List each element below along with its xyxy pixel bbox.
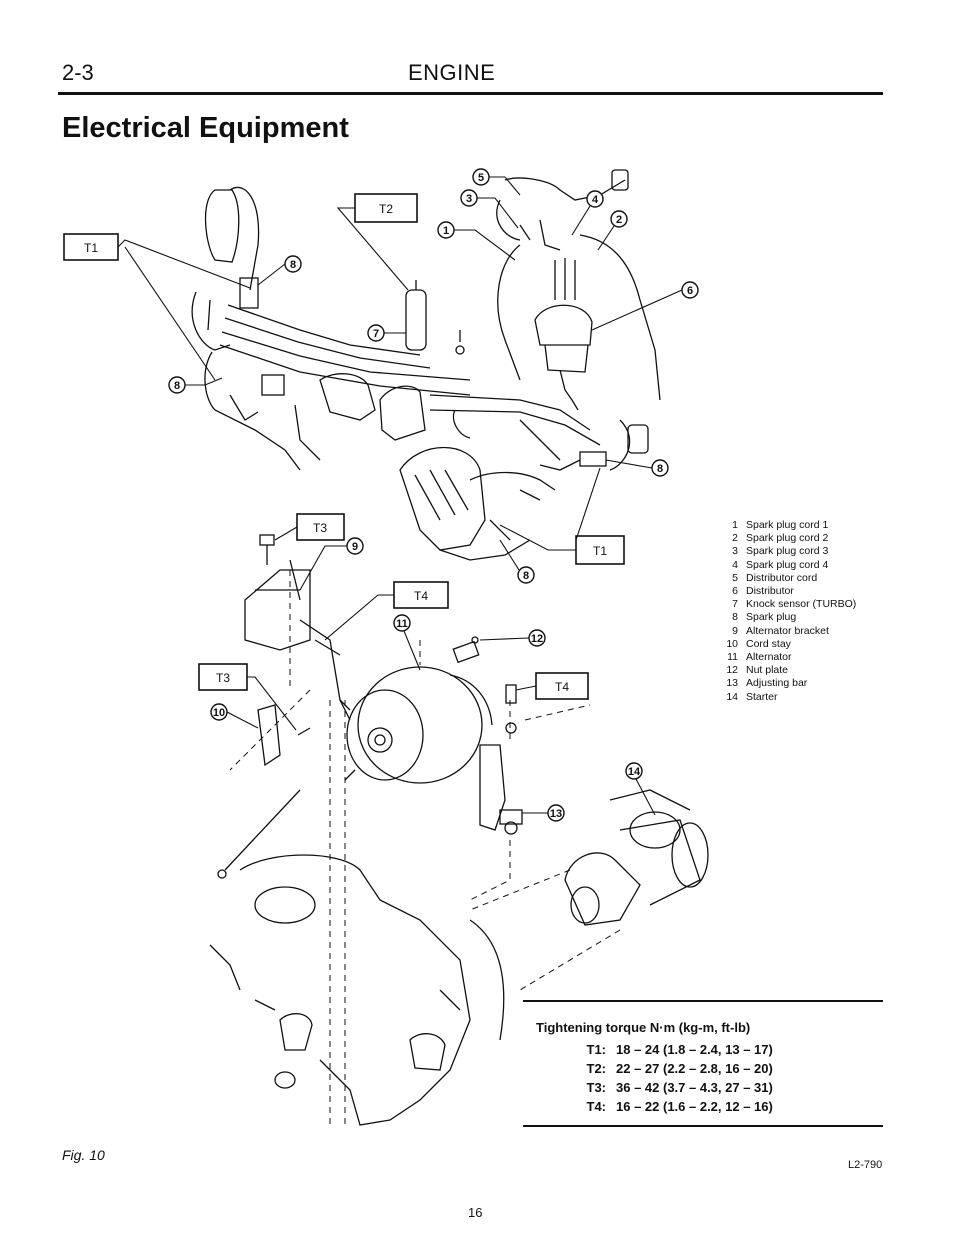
intake-manifold (294, 373, 601, 461)
torque-callout-t3-upper: T3 (274, 513, 345, 541)
engine-block (399, 447, 556, 561)
page-title: Electrical Equipment (62, 112, 349, 144)
svg-text:13: 13 (550, 808, 562, 820)
assembly-lines (229, 570, 621, 1125)
adjusting-bar (479, 684, 523, 835)
distributor-cord (496, 169, 629, 251)
callout-8-left: 8 (168, 376, 223, 394)
torque-heading: Tightening torque N·m (kg-m, ft-lb) (536, 1020, 751, 1035)
callout-11: 11 (393, 614, 421, 671)
chapter-title: ENGINE (408, 60, 496, 85)
svg-text:8: 8 (290, 259, 296, 271)
torque-table-rule-bottom (523, 1125, 883, 1127)
spark-plug-right (489, 451, 607, 541)
torque-callout-t3-lower: T3 (198, 663, 297, 731)
header-rule (58, 92, 883, 95)
callout-4: 4 (571, 190, 604, 236)
cord-stay (257, 704, 311, 767)
torque-callout-t1-right: T1 (499, 467, 625, 565)
alternator-bracket (244, 534, 351, 721)
svg-text:14: 14 (628, 766, 641, 778)
section-number: 2-3 (62, 60, 94, 85)
torque-callout-t4-lower: T4 (515, 672, 589, 700)
svg-text:1: 1 (443, 225, 449, 237)
page-number: 16 (468, 1205, 483, 1220)
torque-row: T2:22 – 27 (2.2 – 2.8, 16 – 20) (586, 1061, 773, 1076)
starter (564, 789, 709, 926)
nut-plate (452, 636, 480, 664)
svg-text:8: 8 (523, 570, 529, 582)
distributor (497, 234, 661, 471)
torque-callout-t2: T2 (336, 193, 418, 291)
svg-text:8: 8 (174, 380, 180, 392)
svg-text:9: 9 (352, 541, 358, 553)
svg-text:T3: T3 (313, 521, 327, 535)
torque-callout-t4-upper: T4 (324, 581, 449, 641)
callout-6: 6 (591, 281, 699, 331)
callout-9: 9 (299, 537, 364, 591)
callout-8-right: 8 (605, 459, 669, 477)
torque-callout-t1-topleft: T1 (63, 233, 251, 381)
callout-7: 7 (367, 324, 406, 342)
alternator (339, 666, 493, 784)
knock-sensor (405, 280, 465, 355)
svg-text:6: 6 (687, 285, 693, 297)
svg-text:T1: T1 (84, 241, 98, 255)
figure-caption: Fig. 10 (62, 1147, 105, 1163)
callout-8-center: 8 (499, 539, 535, 584)
transmission-housing (209, 854, 505, 1126)
callout-3: 3 (460, 189, 519, 229)
callout-13: 13 (522, 804, 565, 822)
svg-text:11: 11 (396, 618, 408, 630)
torque-table: T1:18 – 24 (1.8 – 2.4, 13 – 17) T2:22 – … (570, 1040, 773, 1116)
torque-table-rule-top (523, 1000, 883, 1002)
torque-row: T4:16 – 22 (1.6 – 2.2, 12 – 16) (586, 1099, 773, 1114)
callout-2: 2 (597, 210, 628, 251)
svg-text:T3: T3 (216, 671, 230, 685)
callout-1: 1 (437, 221, 516, 261)
torque-row: T3:36 – 42 (3.7 – 4.3, 27 – 31) (586, 1080, 773, 1095)
svg-text:4: 4 (592, 194, 599, 206)
svg-text:12: 12 (531, 633, 543, 645)
callout-12: 12 (479, 629, 546, 647)
spark-plug-cords-left (191, 186, 471, 471)
callout-10: 10 (210, 703, 259, 729)
svg-text:3: 3 (466, 193, 472, 205)
callout-14: 14 (625, 762, 656, 816)
svg-text:T4: T4 (414, 589, 428, 603)
svg-text:10: 10 (213, 707, 225, 719)
svg-text:8: 8 (657, 463, 663, 475)
callout-8-top: 8 (257, 255, 302, 286)
callout-5: 5 (472, 168, 521, 196)
long-bolt (224, 789, 301, 871)
svg-text:T4: T4 (555, 680, 569, 694)
drawing-code: L2-790 (848, 1159, 883, 1171)
svg-text:5: 5 (478, 172, 484, 184)
torque-row: T1:18 – 24 (1.8 – 2.4, 13 – 17) (586, 1042, 773, 1057)
svg-text:T1: T1 (593, 544, 607, 558)
svg-text:T2: T2 (379, 202, 393, 216)
svg-text:2: 2 (616, 214, 622, 226)
svg-text:7: 7 (373, 328, 379, 340)
